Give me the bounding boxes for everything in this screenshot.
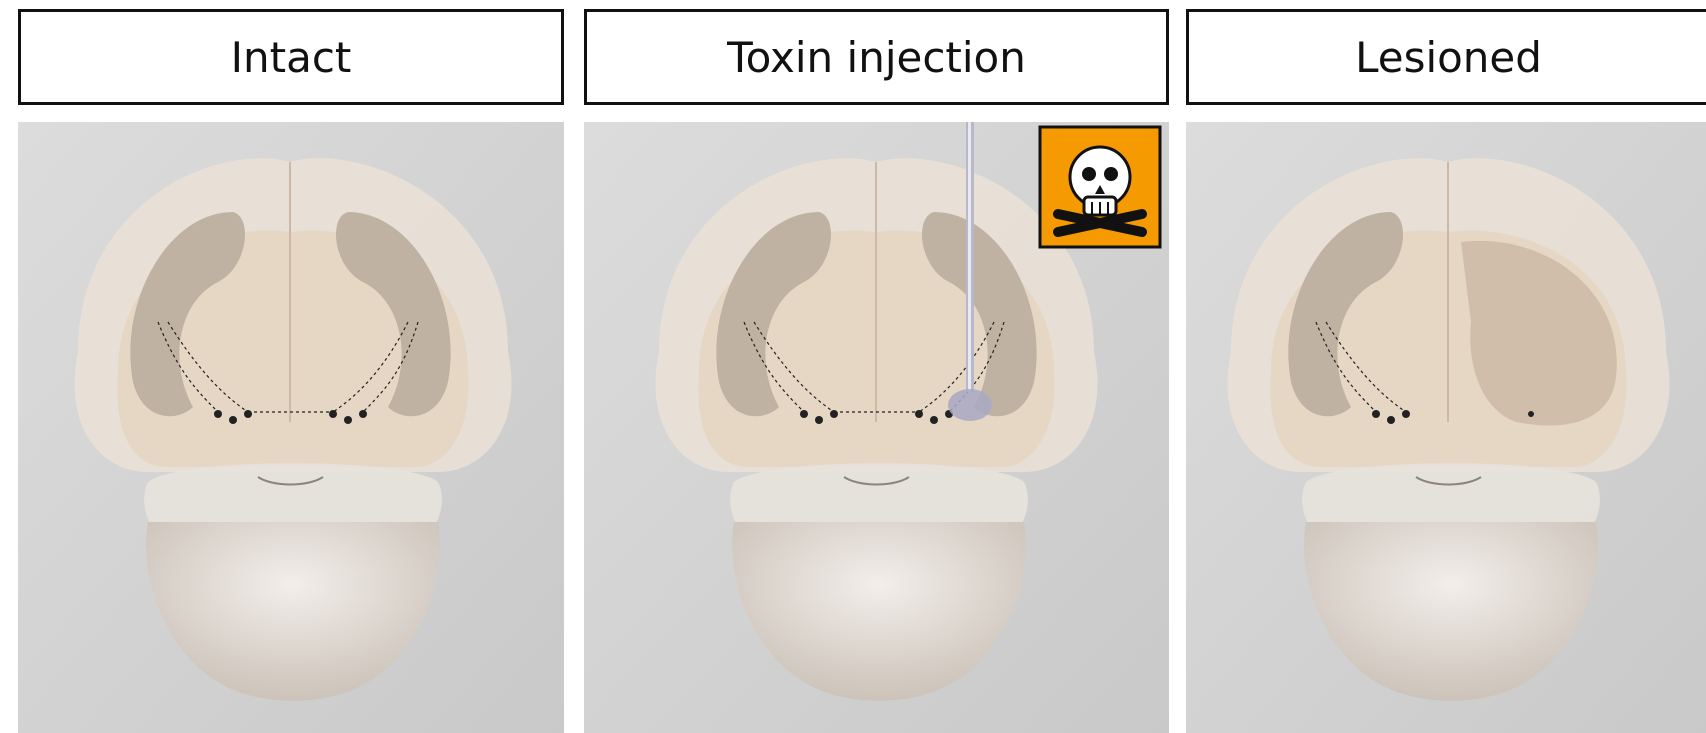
panel-title-toxin-injection: Toxin injection (584, 9, 1169, 105)
panel-intact (18, 122, 564, 733)
panel-title-intact: Intact (18, 9, 564, 105)
panel-lesioned (1186, 122, 1706, 733)
skull-crossbones-hazard-icon (1040, 127, 1160, 247)
brain-illustration-lesioned (1186, 122, 1706, 733)
brain-illustration-intact (18, 122, 564, 733)
brain-illustration-toxin-injection (584, 122, 1169, 733)
panel-title-lesioned: Lesioned (1186, 9, 1706, 105)
panel-toxin-injection (584, 122, 1169, 733)
